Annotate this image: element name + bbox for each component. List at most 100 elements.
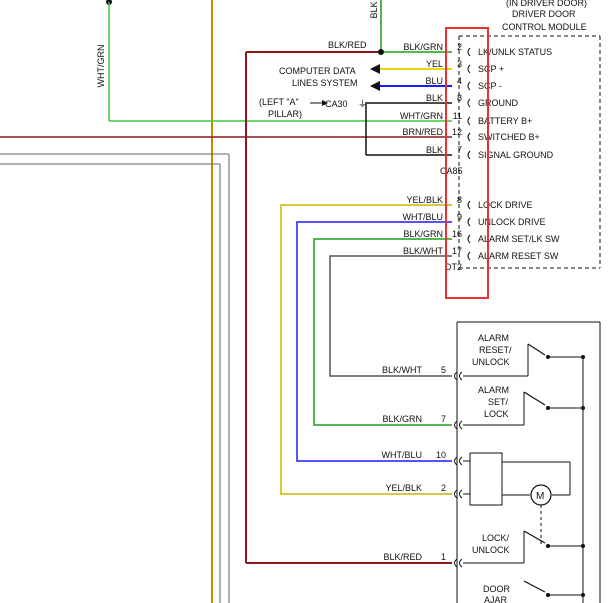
splice-dot <box>378 49 384 55</box>
switch-pin-number: 7 <box>441 414 446 424</box>
switch-pin-row: YEL/BLK 2 <box>385 483 463 499</box>
switch-pin-number: 2 <box>441 483 446 493</box>
pin-number: 7 <box>457 145 462 155</box>
motor-driver-block <box>469 452 503 506</box>
computer-data-label: COMPUTER DATA <box>279 66 356 76</box>
pin-function-label: SCP - <box>478 81 502 91</box>
wht-blu-wire <box>296 221 452 462</box>
module-title: (IN DRIVER DOOR) <box>506 0 587 8</box>
pin-function-label: BATTERY B+ <box>478 116 532 126</box>
pin-function-label: ALARM SET/LK SW <box>478 234 560 244</box>
module-title: DRIVER DOOR <box>512 9 576 19</box>
blk-top-vertical-label: BLK <box>369 1 379 18</box>
pin-wire-label: YEL/BLK <box>406 195 443 205</box>
blk-wht-wire <box>329 255 452 377</box>
pin-wire-label: BLU <box>425 76 443 86</box>
switch-pin-wire-label: YEL/BLK <box>385 483 422 493</box>
switch-pin-number: 1 <box>441 552 446 562</box>
connector-terminal-icon <box>467 81 471 91</box>
connector-terminal-icon <box>454 420 458 430</box>
highlight-box <box>445 27 489 299</box>
switch-contact <box>527 343 546 356</box>
lock-unlock-label: UNLOCK <box>472 545 510 555</box>
pin-function-label: SWITCHED B+ <box>478 132 540 142</box>
switch-contact <box>523 580 546 593</box>
pin-number: 17 <box>452 246 462 256</box>
pin-wire-label: BLK/GRN <box>403 42 443 52</box>
pin-wire-label: BLK/WHT <box>403 246 444 256</box>
pin-number: 12 <box>452 127 462 137</box>
pin-number: 9 <box>457 212 462 222</box>
switch-pin-wire-label: BLK/WHT <box>382 365 423 375</box>
pin-number: 3 <box>457 59 462 69</box>
pin-number: 8 <box>457 93 462 103</box>
connector-terminal-icon <box>454 558 458 568</box>
splice-dot <box>581 355 585 359</box>
connector-terminal-icon <box>459 371 463 381</box>
pin-wire-label: WHT/GRN <box>400 111 443 121</box>
switch-pin-row: BLK/WHT 5 <box>382 365 463 381</box>
lock-unlock-label: LOCK/ <box>482 533 510 543</box>
connector-terminal-icon <box>467 217 471 227</box>
computer-data-label: LINES SYSTEM <box>292 78 358 88</box>
blk-red-top-label: BLK/RED <box>328 40 367 50</box>
switch-pin-row: BLK/RED 1 <box>383 552 463 568</box>
connector-terminal-icon <box>467 98 471 108</box>
connector-terminal-icon <box>467 64 471 74</box>
switch-pin-number: 5 <box>441 365 446 375</box>
switch-pin-wire-label: BLK/GRN <box>382 414 422 424</box>
arrow-right-icon <box>322 100 328 106</box>
pin-function-label: LK/UNLK STATUS <box>478 47 552 57</box>
pin-number: 11 <box>453 111 462 121</box>
alarm-set-label: SET/ <box>488 397 509 407</box>
pillar-label: (LEFT "A" <box>259 97 299 107</box>
switch-pin-number: 10 <box>436 450 446 460</box>
switch-pin-row: BLK/GRN 7 <box>382 414 463 430</box>
pin-number: 4 <box>457 76 462 86</box>
splice-dot <box>581 406 585 410</box>
switch-pin-wire-label: BLK/RED <box>383 552 422 562</box>
ca30-connector-label: CA30 <box>325 99 348 109</box>
connector-terminal-icon <box>467 116 471 126</box>
connector-terminal-icon <box>467 251 471 261</box>
connector-terminal-icon <box>454 489 458 499</box>
pin-function-label: SIGNAL GROUND <box>478 150 554 160</box>
connector-terminal-icon <box>459 489 463 499</box>
door-ajar-label: AJAR <box>484 595 508 603</box>
switch-contact <box>523 530 546 544</box>
dt2-connector-label: DT2 <box>445 262 462 272</box>
pin-function-label: GROUND <box>478 98 518 108</box>
connector-terminal-icon <box>459 558 463 568</box>
connector-terminal-icon <box>467 132 471 142</box>
pin-function-label: ALARM RESET SW <box>478 251 559 261</box>
ca85-connector-label: CA85 <box>440 166 463 176</box>
pin-number: 16 <box>452 229 462 239</box>
switch-contact <box>523 391 546 406</box>
pin-function-label: SCP + <box>478 64 504 74</box>
pin-wire-label: BRN/RED <box>402 127 443 137</box>
splice-dot <box>581 593 585 597</box>
alarm-reset-label: RESET/ <box>479 345 512 355</box>
motor-symbol: M <box>536 491 544 502</box>
pillar-label: PILLAR) <box>268 109 302 119</box>
arrow-left-icon <box>370 81 380 91</box>
connector-terminal-icon <box>459 420 463 430</box>
connector-terminal-icon <box>467 234 471 244</box>
pin-wire-label: WHT/BLU <box>403 212 444 222</box>
alarm-set-label: ALARM <box>478 385 509 395</box>
pin-wire-label: YEL <box>426 59 443 69</box>
pin-wire-label: BLK <box>426 93 443 103</box>
arrow-left-icon <box>370 64 380 74</box>
